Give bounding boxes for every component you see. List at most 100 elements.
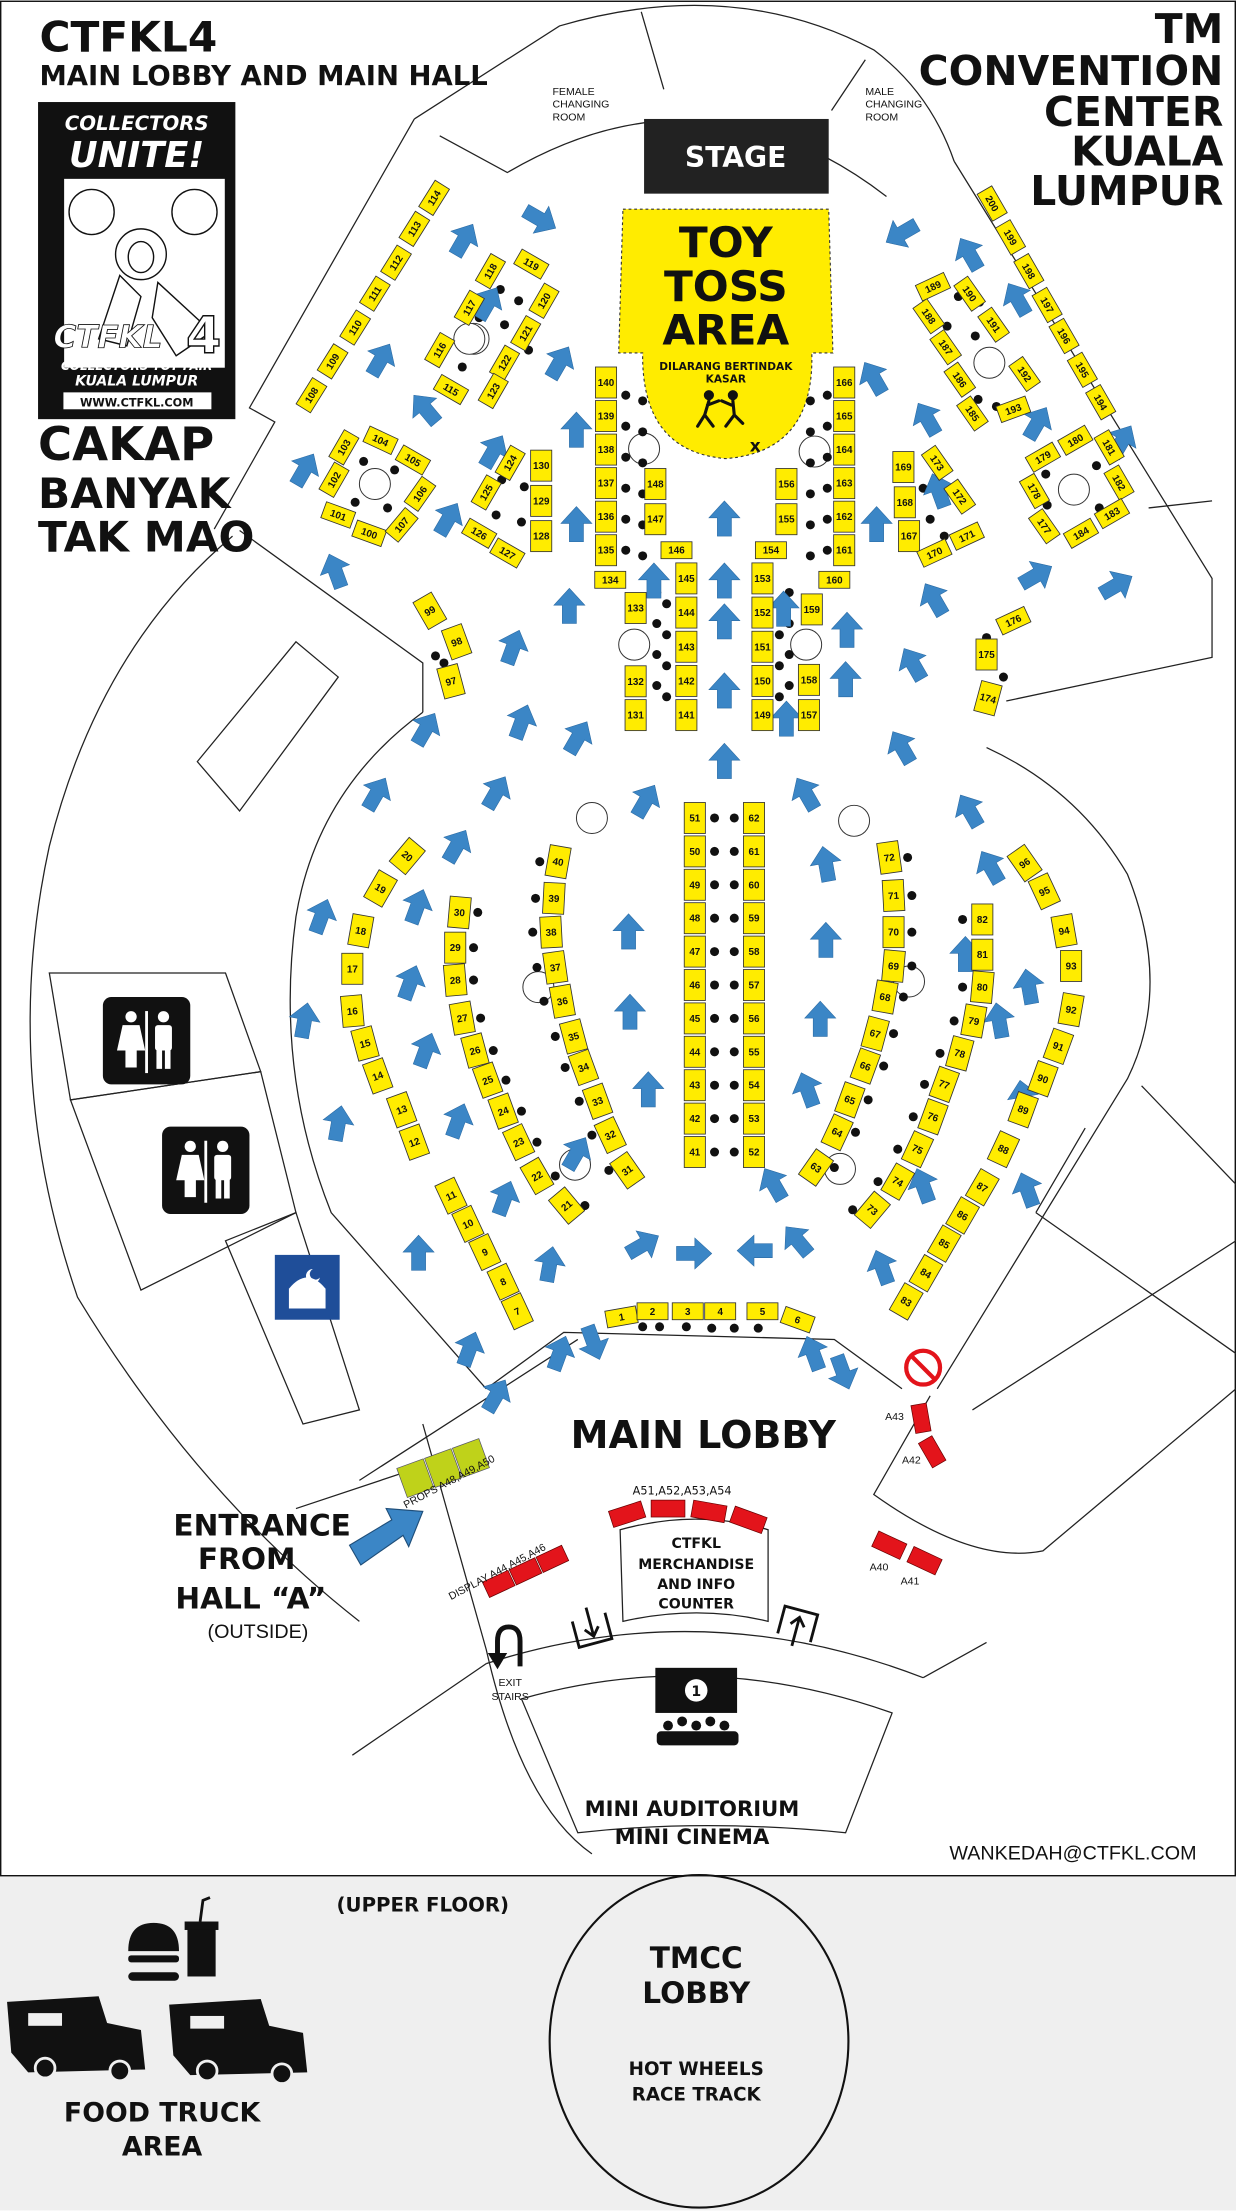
booth[interactable]: 42 xyxy=(683,1102,706,1135)
booth[interactable]: 20 xyxy=(388,836,426,876)
booth[interactable]: 28 xyxy=(442,963,468,997)
booth[interactable]: 12 xyxy=(398,1123,431,1161)
booth[interactable]: 72 xyxy=(876,840,903,875)
booth[interactable]: 36 xyxy=(548,983,576,1019)
booth[interactable]: 151 xyxy=(751,630,774,663)
booth[interactable]: 34 xyxy=(567,1048,600,1087)
booth[interactable]: 98 xyxy=(440,623,473,661)
booth[interactable]: 47 xyxy=(683,935,706,968)
booth[interactable]: 188 xyxy=(912,298,946,335)
booth[interactable]: 119 xyxy=(513,248,550,280)
booth[interactable]: 99 xyxy=(412,591,448,631)
booth[interactable]: 1 xyxy=(604,1305,639,1329)
booth[interactable]: 138 xyxy=(595,433,618,466)
booth[interactable]: 181 xyxy=(1093,429,1125,466)
booth[interactable]: 193 xyxy=(995,395,1032,424)
booth[interactable]: 187 xyxy=(929,329,963,366)
booth[interactable]: 13 xyxy=(385,1091,418,1129)
booth[interactable]: 5 xyxy=(746,1302,779,1321)
booth[interactable]: 41 xyxy=(683,1136,706,1168)
booth[interactable]: 18 xyxy=(347,913,375,949)
booth[interactable]: 32 xyxy=(593,1116,627,1155)
booth[interactable]: 141 xyxy=(675,699,698,732)
booth[interactable]: 153 xyxy=(751,562,774,595)
booth[interactable]: 80 xyxy=(969,970,995,1004)
booth[interactable]: 76 xyxy=(917,1098,949,1136)
booth[interactable]: 63 xyxy=(797,1148,835,1187)
booth[interactable]: 95 xyxy=(1027,872,1062,911)
booth[interactable]: 148 xyxy=(644,468,667,500)
booth[interactable]: 111 xyxy=(358,275,391,312)
booth[interactable]: 21 xyxy=(547,1186,586,1225)
booth[interactable]: 103 xyxy=(328,429,360,466)
booth[interactable]: 25 xyxy=(471,1061,504,1099)
booth[interactable]: 129 xyxy=(530,484,553,517)
booth[interactable]: 53 xyxy=(743,1102,765,1135)
booth[interactable]: 44 xyxy=(683,1035,706,1068)
booth[interactable]: 135 xyxy=(595,534,618,567)
booth[interactable]: 51 xyxy=(683,802,706,834)
booth[interactable]: 189 xyxy=(914,271,952,302)
booth[interactable]: 86 xyxy=(945,1196,981,1235)
booth[interactable]: 52 xyxy=(743,1136,765,1168)
booth[interactable]: 120 xyxy=(528,282,560,319)
booth[interactable]: 92 xyxy=(1057,992,1085,1028)
booth[interactable]: 143 xyxy=(675,630,698,663)
booth[interactable]: 16 xyxy=(339,994,365,1028)
booth[interactable]: 78 xyxy=(945,1035,975,1072)
booth[interactable]: 128 xyxy=(530,520,553,553)
booth[interactable]: 186 xyxy=(943,361,977,398)
booth[interactable]: 164 xyxy=(833,433,856,466)
booth[interactable]: 100 xyxy=(351,519,388,548)
booth[interactable]: 14 xyxy=(361,1057,394,1095)
booth[interactable]: 31 xyxy=(609,1150,646,1190)
booth[interactable]: 35 xyxy=(558,1018,589,1055)
booth[interactable]: 178 xyxy=(1018,472,1051,510)
booth[interactable]: 165 xyxy=(833,400,856,432)
booth[interactable]: 194 xyxy=(1085,384,1117,421)
booth[interactable]: 171 xyxy=(948,521,986,551)
booth[interactable]: 130 xyxy=(530,449,553,482)
booth[interactable]: 48 xyxy=(683,902,706,935)
booth[interactable]: 161 xyxy=(833,534,856,567)
booth[interactable]: 10 xyxy=(451,1204,485,1243)
booth[interactable]: 185 xyxy=(956,395,989,432)
booth[interactable]: 117 xyxy=(453,289,485,327)
booth[interactable]: 90 xyxy=(1027,1059,1059,1098)
booth[interactable]: 191 xyxy=(977,306,1010,343)
booth[interactable]: 173 xyxy=(920,444,954,481)
booth[interactable]: 74 xyxy=(880,1162,916,1201)
booth[interactable]: 134 xyxy=(594,570,627,589)
booth[interactable]: 68 xyxy=(871,979,899,1015)
booth[interactable]: 144 xyxy=(675,596,698,629)
booth[interactable]: 93 xyxy=(1060,950,1083,982)
booth[interactable]: 124 xyxy=(494,444,526,482)
booth[interactable]: 62 xyxy=(743,802,765,834)
booth[interactable]: 40 xyxy=(544,844,572,880)
booth[interactable]: 149 xyxy=(751,699,774,732)
booth[interactable]: 199 xyxy=(994,219,1027,256)
booth[interactable]: 77 xyxy=(928,1065,961,1104)
booth[interactable]: 152 xyxy=(751,596,774,629)
booth[interactable]: 162 xyxy=(833,500,856,533)
booth[interactable]: 172 xyxy=(943,478,977,515)
booth[interactable]: 75 xyxy=(900,1130,935,1169)
booth[interactable]: 2 xyxy=(636,1302,669,1321)
booth[interactable]: 180 xyxy=(1057,424,1094,456)
booth[interactable]: 39 xyxy=(542,881,566,915)
booth[interactable]: 104 xyxy=(362,425,399,456)
booth[interactable]: 4 xyxy=(704,1302,737,1321)
booth[interactable]: 183 xyxy=(1093,497,1131,530)
booth[interactable]: 123 xyxy=(477,372,509,410)
booth[interactable]: 79 xyxy=(960,1003,988,1039)
booth[interactable]: 87 xyxy=(964,1167,1000,1207)
booth[interactable]: 60 xyxy=(743,868,765,901)
booth[interactable]: 196 xyxy=(1048,317,1080,355)
booth[interactable]: 70 xyxy=(882,916,905,949)
booth[interactable]: 131 xyxy=(624,699,647,732)
booth[interactable]: 45 xyxy=(683,1002,706,1035)
booth[interactable]: 43 xyxy=(683,1069,706,1102)
booth[interactable]: 160 xyxy=(818,570,851,589)
booth[interactable]: 37 xyxy=(542,950,569,985)
booth[interactable]: 94 xyxy=(1050,913,1078,949)
